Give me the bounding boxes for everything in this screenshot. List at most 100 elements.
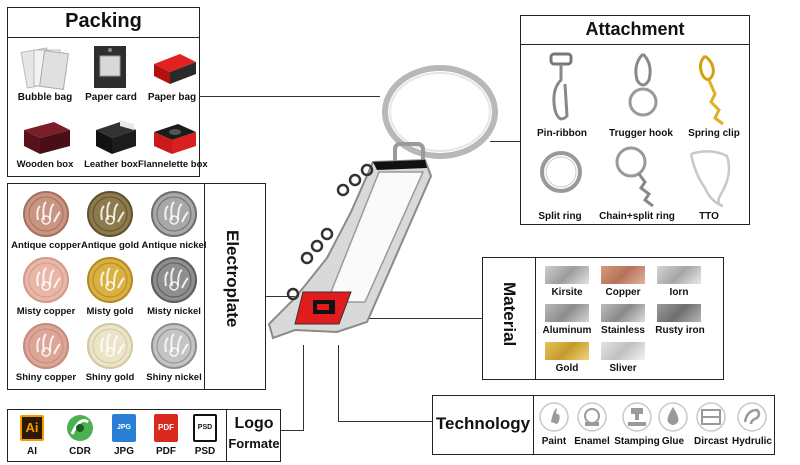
glue-icon: [658, 402, 688, 432]
logo-title-line1: Logo: [234, 415, 274, 432]
electroplate-label-shiny-gold: Shiny gold: [85, 372, 135, 383]
technology-label-paint: Paint: [541, 436, 567, 447]
rusty-iron-swatch: [657, 304, 701, 322]
ai-icon: Ai: [20, 415, 44, 441]
packing-label-paper-card: Paper card: [85, 92, 137, 103]
misty-copper-coin-image: [23, 257, 69, 303]
attachment-label-pin-ribbon: Pin-ribbon: [537, 128, 587, 139]
dircast-icon: [696, 402, 726, 432]
packing-label-wooden-box: Wooden box: [16, 159, 74, 170]
spring-clip-image: [698, 54, 724, 126]
logo-panel: Logo Formate Ai AI CDR JPG JPG PDF PDF P…: [7, 409, 281, 462]
packing-title: Packing: [65, 10, 142, 32]
chain-split-ring-image: [615, 146, 654, 208]
material-label-kirsite: Kirsite: [551, 287, 583, 298]
paper-bag-image: [154, 54, 196, 84]
wooden-box-image: [24, 122, 70, 154]
electroplate-label-antique-gold: Antique gold: [80, 240, 140, 251]
technology-label-enamel: Enamel: [574, 436, 610, 447]
logo-title-line2: Formate: [228, 436, 280, 451]
technology-label-dircast: Dircast: [694, 436, 728, 447]
material-label-stainless: Stainless: [601, 325, 645, 336]
cdr-icon: [67, 415, 93, 441]
misty-gold-coin-image: [87, 257, 133, 303]
connector-tech-h: [338, 421, 432, 422]
material-title: Material: [500, 282, 519, 347]
electroplate-label-misty-nickel: Misty nickel: [147, 306, 201, 317]
electroplate-label-misty-copper: Misty copper: [16, 306, 76, 317]
connector-tech-v: [338, 345, 339, 421]
attachment-label-split-ring: Split ring: [538, 211, 582, 222]
material-panel: Material Kirsite Copper Iorn Aluminum St…: [482, 257, 724, 380]
technology-label-glue: Glue: [661, 436, 685, 447]
misty-nickel-coin-image: [151, 257, 197, 303]
connector-logo-v: [303, 345, 304, 430]
bubble-bag-image: [20, 47, 69, 91]
antique-copper-coin-image: [23, 191, 69, 237]
packing-label-leather-box: Leather box: [84, 159, 138, 170]
logo-label-psd: PSD: [194, 446, 216, 457]
stamping-icon: [622, 402, 652, 432]
attachment-panel: Attachment Pin-ribbon Trugger hook Sprin…: [520, 15, 750, 225]
logo-label-jpg: JPG: [113, 446, 134, 457]
antique-nickel-coin-image: [151, 191, 197, 237]
attachment-label-tto: TTO: [699, 211, 719, 222]
connector-logo-h: [281, 430, 304, 431]
connector-attachment: [490, 141, 520, 142]
pin-ribbon-image: [549, 52, 573, 121]
connector-packing: [200, 96, 380, 97]
packing-panel: Packing Bubble bag Paper card Paper bag …: [7, 7, 208, 177]
material-label-sliver: Sliver: [609, 363, 637, 374]
packing-label-flannelette-box: Flannelette box: [138, 159, 208, 170]
flannelette-box-image: [154, 124, 196, 154]
enamel-icon: [577, 402, 607, 432]
kirsite-swatch: [545, 266, 589, 284]
connector-electroplate: [266, 296, 296, 297]
sliver-swatch: [601, 342, 645, 360]
shiny-nickel-coin-image: [151, 323, 197, 369]
keychain-product-image: [267, 65, 498, 340]
material-label-rusty-iron: Rusty iron: [655, 325, 705, 336]
electroplate-label-shiny-copper: Shiny copper: [15, 372, 77, 383]
tto-image: [689, 150, 731, 208]
pdf-icon: PDF: [154, 414, 178, 442]
trugger-hook-image: [628, 52, 658, 117]
shiny-copper-coin-image: [23, 323, 69, 369]
attachment-label-chain-split-ring: Chain+split ring: [599, 211, 675, 222]
electroplate-label-antique-copper: Antique copper: [11, 240, 81, 251]
antique-gold-coin-image: [87, 191, 133, 237]
material-label-iorn: Iorn: [669, 287, 689, 298]
paint-icon: [539, 402, 569, 432]
attachment-label-trugger-hook: Trugger hook: [609, 128, 673, 139]
leather-box-image: [96, 120, 136, 154]
connector-material: [330, 318, 482, 319]
logo-label-pdf: PDF: [156, 446, 176, 457]
hydrulic-icon: [737, 402, 767, 432]
logo-label-ai: AI: [27, 446, 37, 457]
jpg-icon: JPG: [112, 414, 136, 442]
stainless-swatch: [601, 304, 645, 322]
packing-label-bubble-bag: Bubble bag: [17, 92, 73, 103]
material-label-copper: Copper: [605, 287, 641, 298]
split-ring-image: [540, 151, 582, 193]
electroplate-title: Electroplate: [223, 230, 242, 328]
technology-label-hydrulic: Hydrulic: [731, 436, 772, 447]
material-label-gold: Gold: [555, 363, 579, 374]
logo-label-cdr: CDR: [69, 446, 91, 457]
iorn-swatch: [657, 266, 701, 284]
aluminum-swatch: [545, 304, 589, 322]
attachment-label-spring-clip: Spring clip: [688, 128, 740, 139]
electroplate-label-misty-gold: Misty gold: [86, 306, 134, 317]
attachment-title: Attachment: [585, 19, 685, 39]
material-label-aluminum: Aluminum: [542, 325, 592, 336]
gold-swatch: [545, 342, 589, 360]
electroplate-label-antique-nickel: Antique nickel: [141, 240, 207, 251]
packing-label-paper-bag: Paper bag: [147, 92, 197, 103]
technology-label-stamping: Stamping: [614, 436, 660, 447]
copper-swatch: [601, 266, 645, 284]
psd-icon: PSD: [193, 414, 217, 442]
paper-card-image: [94, 46, 126, 88]
electroplate-label-shiny-nickel: Shiny nickel: [146, 372, 202, 383]
